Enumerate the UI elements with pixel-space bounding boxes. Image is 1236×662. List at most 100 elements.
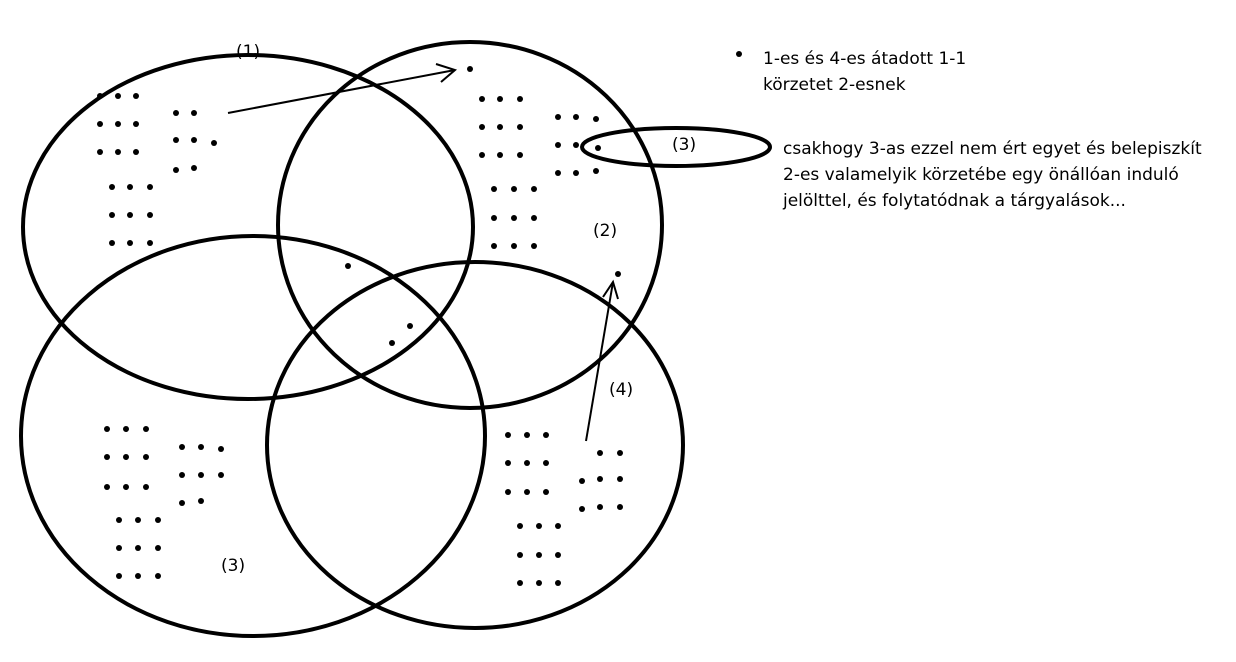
small-ellipse-region-3	[580, 126, 772, 168]
label-region-3-small: (3)	[672, 135, 697, 155]
dot-region-4	[543, 432, 549, 438]
dot-region-1	[173, 137, 179, 143]
dot-region-3	[155, 545, 161, 551]
dot-region-1	[127, 212, 133, 218]
dot-region-4	[597, 504, 603, 510]
dot-region-4	[517, 523, 523, 529]
dot-region-2	[517, 124, 523, 130]
dot-region-4	[617, 450, 623, 456]
dot-region-1	[133, 149, 139, 155]
dot-region-3	[218, 446, 224, 452]
dot-region-3	[218, 472, 224, 478]
dot-region-1	[127, 240, 133, 246]
dot-region-2	[531, 243, 537, 249]
arrow-4-to-2	[585, 279, 619, 442]
dot-region-2	[517, 152, 523, 158]
label-region-1: (1)	[236, 42, 261, 62]
note-dispute: csakhogy 3-as ezzel nem ért egyet és bel…	[783, 136, 1202, 214]
note-transfer-line-1: 1-es és 4-es átadott 1-1	[763, 49, 967, 69]
dot-region-4	[536, 523, 542, 529]
dot-region-4	[579, 478, 585, 484]
dot-center	[407, 323, 413, 329]
dot-region-3	[123, 454, 129, 460]
dot-region-3	[155, 573, 161, 579]
dot-region-3	[143, 426, 149, 432]
dot-region-2	[491, 243, 497, 249]
dot-region-2	[511, 243, 517, 249]
dot-region-1	[97, 149, 103, 155]
dot-region-1	[147, 184, 153, 190]
dot-region-2	[573, 170, 579, 176]
dot-region-4	[555, 523, 561, 529]
dot-region-3	[198, 498, 204, 504]
dot-region-1	[191, 110, 197, 116]
dot-region-2	[593, 168, 599, 174]
dot-region-1	[109, 184, 115, 190]
dot-region-1	[191, 165, 197, 171]
dot-region-2	[497, 96, 503, 102]
dot-region-2	[491, 215, 497, 221]
dot-region-2	[555, 142, 561, 148]
dot-region-2	[497, 124, 503, 130]
dot-region-4	[517, 552, 523, 558]
dot-region-4	[505, 460, 511, 466]
dot-region-3	[143, 454, 149, 460]
dot-transferred	[615, 271, 621, 277]
dot-transferred	[467, 66, 473, 72]
dot-region-4	[536, 552, 542, 558]
dot-region-1	[147, 212, 153, 218]
circle-region-2	[276, 40, 664, 410]
dot-region-1	[191, 137, 197, 143]
dot-region-4	[505, 432, 511, 438]
dot-region-2	[555, 114, 561, 120]
dot-region-2	[531, 186, 537, 192]
dot-region-2	[511, 215, 517, 221]
dot-region-2	[531, 215, 537, 221]
dot-region-1	[133, 93, 139, 99]
dot-region-4	[524, 432, 530, 438]
dot-region-4	[617, 476, 623, 482]
dot-region-4	[597, 476, 603, 482]
circle-region-4	[265, 260, 685, 630]
dot-region-3	[198, 472, 204, 478]
dot-region-3	[135, 573, 141, 579]
note-dispute-line-3: jelölttel, és folytatódnak a tárgyalások…	[783, 191, 1126, 211]
dot-region-1	[173, 167, 179, 173]
dot-region-2	[511, 186, 517, 192]
dot-center	[389, 340, 395, 346]
dot-region-3	[116, 517, 122, 523]
dot-region-3	[179, 472, 185, 478]
dot-region-4	[579, 506, 585, 512]
dot-region-4	[597, 450, 603, 456]
dot-region-4	[555, 580, 561, 586]
dot-region-1	[115, 149, 121, 155]
note-dispute-line-2: 2-es valamelyik körzetébe egy önállóan i…	[783, 165, 1179, 185]
dot-region-4	[524, 489, 530, 495]
dot-region-3	[116, 545, 122, 551]
dot-region-4	[524, 460, 530, 466]
dot-region-3	[135, 545, 141, 551]
dot-region-2	[555, 170, 561, 176]
dot-region-1	[211, 140, 217, 146]
dot-center	[345, 263, 351, 269]
dots-group	[97, 66, 623, 586]
label-region-4: (4)	[609, 380, 634, 400]
note-transfer: 1-es és 4-es átadott 1-1 körzetet 2-esne…	[763, 46, 966, 98]
dot-region-2	[479, 96, 485, 102]
dot-region-1	[115, 93, 121, 99]
dot-region-2	[497, 152, 503, 158]
dot-region-1	[173, 110, 179, 116]
dot-region-3	[104, 454, 110, 460]
dot-region-3	[116, 573, 122, 579]
dot-region-2	[573, 142, 579, 148]
dot-region-1	[115, 121, 121, 127]
arrow-1-to-2	[227, 63, 458, 114]
dot-region-3-candidate	[595, 145, 601, 151]
dot-region-2	[491, 186, 497, 192]
dot-region-2	[479, 152, 485, 158]
dot-region-4	[617, 504, 623, 510]
dot-region-1	[97, 93, 103, 99]
dot-region-3	[104, 484, 110, 490]
dot-region-1	[97, 121, 103, 127]
dot-region-2	[573, 114, 579, 120]
